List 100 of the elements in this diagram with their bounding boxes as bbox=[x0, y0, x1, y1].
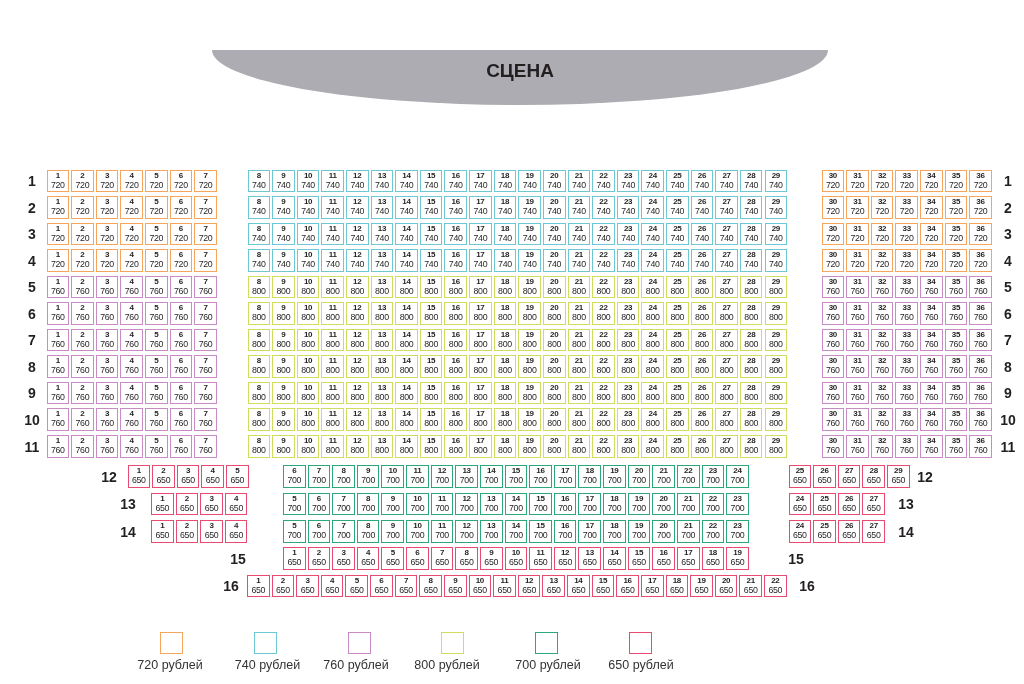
seat-number: 32 bbox=[877, 383, 887, 392]
seat-number: 15 bbox=[426, 224, 436, 233]
seat-price: 700 bbox=[730, 476, 745, 486]
seat-number: 3 bbox=[305, 576, 310, 585]
seat-price: 740 bbox=[375, 233, 389, 244]
seat-number: 10 bbox=[303, 171, 313, 180]
seat-number: 6 bbox=[178, 383, 183, 392]
seat-number: 27 bbox=[722, 357, 731, 366]
seat-price: 760 bbox=[124, 446, 139, 456]
seat-price: 760 bbox=[174, 446, 188, 456]
seat-number: 14 bbox=[402, 171, 411, 180]
seat-price: 700 bbox=[607, 476, 622, 486]
seat-number: 24 bbox=[648, 224, 657, 233]
seat-price: 800 bbox=[498, 366, 512, 376]
seat-number: 12 bbox=[353, 357, 362, 366]
seat-number: 20 bbox=[659, 494, 668, 503]
row-number: 15 bbox=[230, 550, 246, 567]
seat-number: 31 bbox=[853, 330, 862, 339]
seat-price: 800 bbox=[645, 313, 660, 323]
seat-price: 700 bbox=[509, 503, 523, 513]
seat-price: 760 bbox=[100, 366, 114, 376]
seat-number: 29 bbox=[771, 304, 780, 313]
seat-number: 16 bbox=[451, 383, 460, 392]
seat-price: 740 bbox=[350, 180, 365, 190]
row-number: 9 bbox=[1004, 385, 1012, 402]
seat-price: 720 bbox=[174, 260, 188, 270]
seat-price: 800 bbox=[571, 286, 586, 297]
seat-price: 760 bbox=[50, 286, 65, 297]
seat-number: 30 bbox=[828, 198, 837, 206]
seat-price: 800 bbox=[571, 392, 586, 403]
seat-price: 800 bbox=[276, 366, 291, 376]
seat-number: 27 bbox=[722, 304, 731, 313]
seat-price: 700 bbox=[705, 476, 720, 486]
seat-number: 4 bbox=[129, 171, 134, 180]
seat-number: 6 bbox=[178, 224, 183, 233]
seat-number: 27 bbox=[722, 437, 731, 445]
seat-number: 28 bbox=[747, 277, 756, 286]
seat-price: 700 bbox=[287, 531, 302, 541]
seat-number: 20 bbox=[550, 304, 559, 313]
seat-number: 8 bbox=[256, 251, 261, 260]
seat-price: 700 bbox=[410, 531, 425, 541]
seat-price: 740 bbox=[744, 260, 759, 270]
seat-price: 700 bbox=[533, 503, 548, 513]
seat-number: 20 bbox=[550, 410, 559, 419]
seat-price: 650 bbox=[558, 558, 572, 568]
seat-price: 800 bbox=[375, 419, 389, 429]
seat-price: 760 bbox=[75, 286, 90, 297]
seat-price: 650 bbox=[180, 503, 194, 513]
seat-price: 800 bbox=[744, 286, 759, 297]
seat-price: 740 bbox=[571, 260, 586, 270]
seat-price: 650 bbox=[694, 585, 709, 595]
seat-price: 740 bbox=[670, 233, 685, 244]
seat-number: 1 bbox=[160, 522, 165, 530]
seat-price: 800 bbox=[399, 339, 414, 350]
seat-price: 650 bbox=[155, 503, 170, 513]
seat-price: 800 bbox=[498, 446, 512, 456]
seat-number: 33 bbox=[902, 437, 911, 445]
seat-price: 700 bbox=[459, 531, 474, 541]
seat-price: 760 bbox=[100, 286, 114, 297]
seat-price: 800 bbox=[276, 446, 291, 456]
seat-price: 650 bbox=[792, 503, 807, 513]
seat-price: 800 bbox=[301, 339, 315, 350]
seat-number: 3 bbox=[104, 198, 110, 206]
seat-price: 760 bbox=[949, 339, 963, 350]
seat-number: 21 bbox=[574, 357, 583, 366]
seat-price: 800 bbox=[744, 339, 759, 350]
seat-number: 13 bbox=[377, 251, 387, 260]
seat-number: 10 bbox=[303, 277, 313, 286]
seat-price: 740 bbox=[473, 260, 488, 270]
seat-price: 650 bbox=[229, 531, 244, 541]
seat-number: 18 bbox=[500, 198, 510, 206]
seat-price: 700 bbox=[312, 476, 326, 486]
seat-number: 11 bbox=[438, 494, 446, 503]
seat-price: 800 bbox=[350, 446, 365, 456]
seat-number: 10 bbox=[388, 467, 397, 475]
seat-number: 2 bbox=[80, 437, 85, 445]
seat-number: 27 bbox=[869, 522, 878, 530]
seat-price: 800 bbox=[399, 286, 414, 297]
seat-price: 650 bbox=[180, 531, 194, 541]
seat-price: 720 bbox=[50, 260, 65, 270]
seat-number: 8 bbox=[464, 549, 469, 558]
seat-price: 760 bbox=[949, 366, 963, 376]
seat-number: 23 bbox=[733, 494, 742, 503]
seat-number: 31 bbox=[853, 437, 862, 445]
seat-price: 720 bbox=[75, 260, 90, 270]
seat-number: 28 bbox=[869, 467, 878, 475]
seat-price: 740 bbox=[325, 180, 340, 190]
seat-number: 23 bbox=[708, 467, 717, 475]
seat-number: 8 bbox=[256, 410, 261, 419]
seat-price: 650 bbox=[792, 531, 807, 541]
seat-number: 11 bbox=[328, 330, 337, 339]
seat-price: 760 bbox=[899, 419, 914, 429]
seat-number: 3 bbox=[209, 494, 214, 503]
seat-price: 800 bbox=[424, 366, 438, 376]
seat-price: 760 bbox=[875, 366, 889, 376]
row-number: 3 bbox=[1004, 226, 1012, 243]
seat-price: 760 bbox=[973, 392, 988, 403]
seat-number: 4 bbox=[129, 304, 134, 313]
seat-number: 21 bbox=[574, 383, 583, 392]
seat-price: 800 bbox=[768, 446, 783, 456]
